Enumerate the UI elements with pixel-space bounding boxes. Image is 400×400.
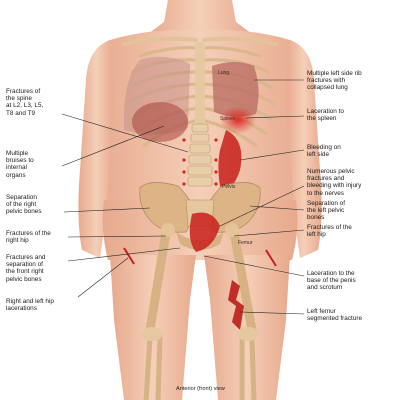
- label-left-pelvic-separation: Separation of the left pelvic bones: [307, 200, 346, 222]
- label-spleen-laceration: Laceration to the spleen: [307, 108, 344, 123]
- hip-lacerations: [123, 247, 135, 265]
- sternum: [195, 42, 205, 126]
- organ-label-spleen: Spleen: [220, 116, 236, 122]
- organ-label-femur: Femur: [238, 240, 253, 246]
- label-left-bleeding: Bleeding on left side: [307, 144, 341, 159]
- label-right-pelvic-separation: Separation of the right pelvic bones: [6, 194, 42, 216]
- label-right-hip-fractures: Fractures of the right hip: [6, 230, 51, 245]
- clavicles: [122, 36, 278, 46]
- label-pelvic-fractures: Numerous pelvic fractures and bleeding w…: [307, 168, 362, 197]
- left-lung-collapsed: [212, 62, 259, 117]
- label-hip-lacerations: Right and left hip lacerations: [6, 298, 54, 313]
- label-left-hip-fractures: Fractures of the left hip: [307, 224, 352, 239]
- spine-fracture-marks: [182, 138, 218, 186]
- view-caption: Anterior (front) view: [176, 386, 225, 392]
- label-femur-fracture: Left femur segmented fracture: [307, 308, 363, 323]
- organ-label-lung: Lung: [218, 70, 230, 76]
- femur-fracture: [228, 280, 244, 330]
- neck: [148, 0, 252, 34]
- lower-leg-bones: [143, 335, 257, 400]
- femur-heads: [161, 223, 239, 237]
- hip-lacerations-left: [265, 249, 277, 267]
- pelvic-bleeding: [189, 212, 220, 252]
- liver: [132, 102, 188, 142]
- leader-lines: [61, 79, 305, 315]
- organ-label-pelvis: Pelvis: [222, 184, 236, 190]
- femurs: [145, 227, 257, 335]
- label-rib-fractures: Multiple left side rib fractures with co…: [307, 70, 362, 92]
- label-penis-laceration: Laceration to the base of the penis and …: [307, 270, 356, 292]
- label-front-right-pelvic: Fractures and separation of the front ri…: [6, 254, 46, 283]
- label-internal-bruises: Multiple bruises to internal organs: [6, 150, 34, 179]
- label-spine-fractures: Fractures of the spine at L2, L3, L5, T8…: [6, 88, 44, 117]
- spine: [187, 123, 213, 187]
- spleen-bleeding: [220, 106, 256, 134]
- knees: [141, 327, 259, 341]
- left-side-bleeding: [218, 130, 242, 196]
